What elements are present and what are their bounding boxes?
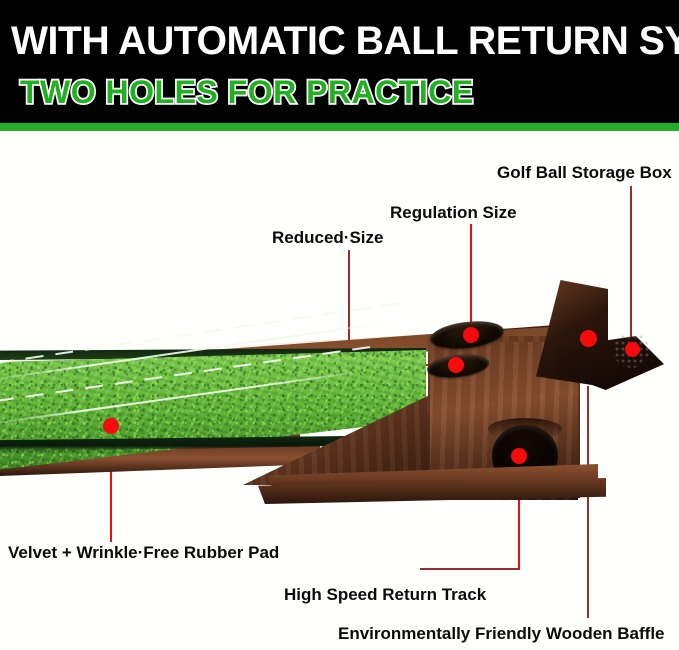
marker-dot-environmentally-friendly-baffle bbox=[580, 330, 597, 347]
leader-line-regulation-size bbox=[470, 224, 472, 336]
leader-line-high-speed-return-track-horizontal bbox=[420, 568, 519, 570]
label-velvet-rubber-pad: Velvet + Wrinkle·Free Rubber Pad bbox=[8, 543, 280, 562]
leader-line-reduced-size-vertical bbox=[348, 250, 350, 366]
label-golf-ball-storage-box: Golf Ball Storage Box bbox=[497, 163, 672, 182]
header-headline-primary: WITH AUTOMATIC BALL RETURN SYSTEM bbox=[11, 19, 679, 63]
header-accent-bar bbox=[0, 123, 679, 131]
marker-dot-golf-ball-storage-box bbox=[625, 342, 640, 357]
marker-dot-high-speed-return-track bbox=[511, 448, 527, 464]
leader-line-environmentally-friendly-baffle bbox=[587, 386, 589, 618]
header-headline-secondary: TWO HOLES FOR PRACTICE bbox=[18, 72, 475, 111]
product-photo bbox=[0, 250, 679, 520]
marker-dot-regulation-size bbox=[463, 327, 479, 343]
label-high-speed-return-track: High Speed Return Track bbox=[284, 585, 487, 604]
leader-line-velvet-rubber-pad bbox=[110, 430, 112, 542]
leader-line-golf-ball-storage-box bbox=[630, 186, 632, 350]
label-environmentally-friendly-baffle: Environmentally Friendly Wooden Baffle bbox=[338, 624, 665, 643]
label-regulation-size: Regulation Size bbox=[390, 203, 517, 222]
leader-line-high-speed-return-track-vertical bbox=[518, 462, 520, 570]
header-banner: WITH AUTOMATIC BALL RETURN SYSTEM TWO HO… bbox=[0, 0, 679, 123]
marker-dot-velvet-rubber-pad bbox=[103, 418, 119, 434]
marker-dot-reduced-size bbox=[448, 357, 464, 373]
label-reduced-size: Reduced·Size bbox=[272, 228, 384, 247]
